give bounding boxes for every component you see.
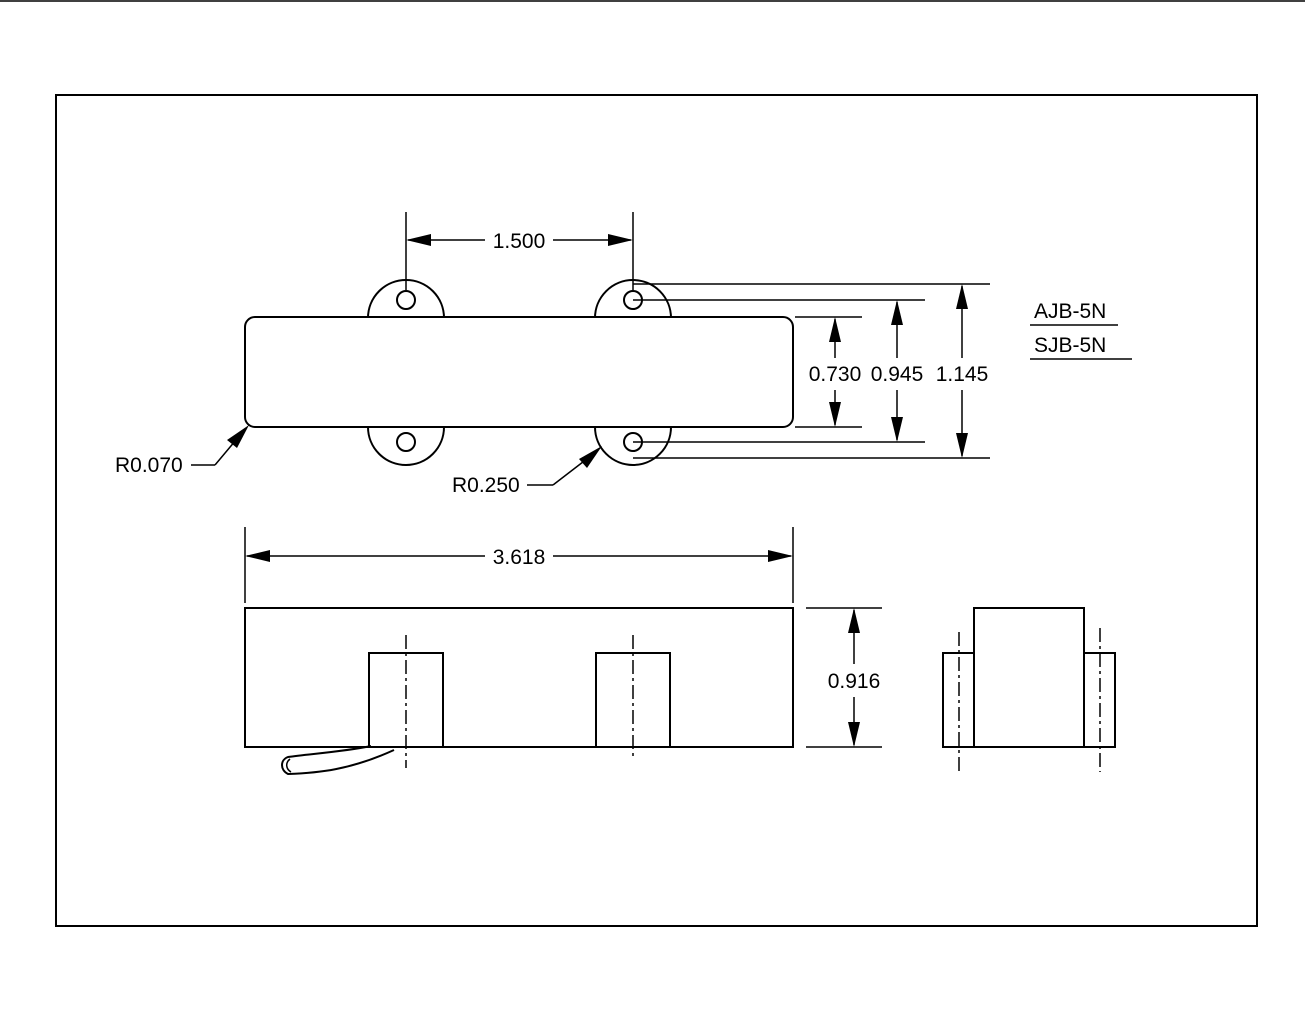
arrowhead-length-right — [768, 550, 793, 562]
pickup-cover-outline — [244, 316, 794, 428]
side-view — [942, 607, 1116, 772]
corner-radius-label: R0.070 — [115, 454, 183, 477]
dimension-overall-length: 3.618 — [493, 546, 546, 569]
lead-wire-end — [286, 758, 292, 773]
mounting-hole-bottom-left — [396, 432, 416, 452]
arrowhead-flange-radius — [579, 446, 602, 468]
dimension-hole-span: 0.945 — [871, 363, 924, 386]
dimension-cover-width: 0.730 — [809, 363, 862, 386]
flange-radius-label: R0.250 — [452, 474, 520, 497]
model-label-ajb: AJB-5N — [1034, 300, 1106, 323]
mounting-ear-bottom-right — [594, 426, 672, 466]
lead-wire — [281, 745, 395, 776]
arrowhead-hole-spacing-right — [608, 234, 633, 246]
arrowhead-hole-span-top — [891, 300, 903, 325]
arrowhead-height-top — [848, 608, 860, 633]
arrowhead-cover-width-top — [829, 317, 841, 342]
arrowhead-flange-span-bottom — [956, 433, 968, 458]
front-view: 3.618 0.916 — [244, 527, 882, 776]
mounting-ear-bottom-left — [367, 426, 445, 466]
pickup-body-side — [973, 607, 1085, 748]
dimension-flange-span: 1.145 — [936, 363, 989, 386]
model-label-sjb: SJB-5N — [1034, 334, 1106, 357]
dimension-hole-spacing: 1.500 — [493, 230, 546, 253]
arrowhead-flange-span-top — [956, 284, 968, 309]
dimension-height: 0.916 — [828, 670, 881, 693]
top-view: 1.500 0.730 0.945 1.145 AJB-5N SJB-5N — [115, 212, 1132, 497]
pickup-body-front — [244, 607, 794, 748]
arrowhead-cover-width-bottom — [829, 402, 841, 427]
arrowhead-hole-span-bottom — [891, 417, 903, 442]
arrowhead-corner-radius — [227, 425, 249, 448]
drawing-border — [55, 94, 1258, 927]
arrowhead-length-left — [245, 550, 270, 562]
mounting-hole-top-left — [396, 290, 416, 310]
arrowhead-hole-spacing-left — [406, 234, 431, 246]
arrowhead-height-bottom — [848, 722, 860, 747]
